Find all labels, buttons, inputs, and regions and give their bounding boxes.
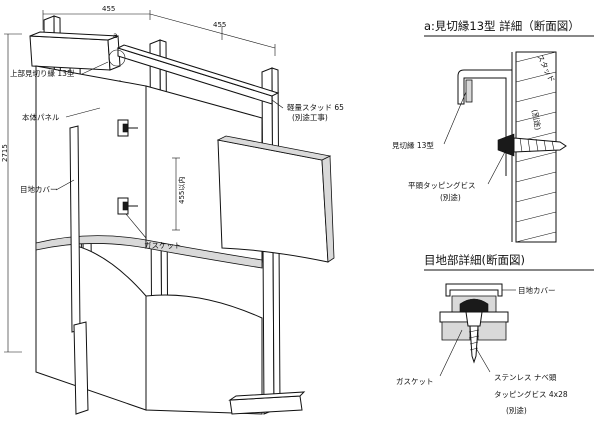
upper-trim-bar (29, 31, 280, 105)
clip-brackets (117, 119, 138, 215)
label-stud-line1: 軽量スタッド 65 (287, 103, 344, 112)
detail-joint-screw-line2: タッピングビス 4x28 (494, 389, 568, 399)
label-joint-cover: 目地カバー (20, 184, 58, 194)
detail-a-title: a:見切縁13型 詳細（断面図） (424, 19, 580, 33)
top-dimension: 455 455 (42, 5, 276, 56)
dim-455-within: 455以内 (177, 177, 186, 204)
detail-a-trim-section: a:見切縁13型 詳細（断面図） (392, 19, 594, 243)
joint-cover-profile (439, 283, 509, 341)
detail-joint-gasket-label: ガスケット (396, 376, 434, 386)
bottom-rail (228, 391, 306, 415)
isometric-wall-view: 455 455 2715 (1, 5, 344, 415)
trim-13-profile (457, 69, 512, 176)
body-panels (35, 65, 335, 415)
label-body-panel: 本体パネル (22, 112, 60, 122)
dim-455-right: 455 (213, 21, 226, 29)
callout-a-letter: a (113, 31, 118, 40)
vertical-dimension: 2715 (1, 33, 22, 353)
dim-455-left: 455 (102, 5, 115, 13)
dim-2715: 2715 (1, 144, 9, 162)
pitch-dimension: 455以内 (172, 157, 186, 231)
flat-head-screw (497, 133, 567, 157)
detail-joint-section: 目地部詳細(断面図) 目地カバー ガスケット ステンレス ナベ頭 タッ (396, 253, 594, 415)
detail-joint-screw-line1: ステンレス ナベ頭 (494, 373, 557, 382)
detail-joint-title: 目地部詳細(断面図) (424, 253, 525, 267)
label-upper-trim: 上部見切り縁 13型 (10, 68, 75, 78)
detail-a-screw-line1: 平頭タッピングビス (408, 180, 476, 190)
detail-joint-cover-label: 目地カバー (518, 285, 556, 295)
detail-joint-screw-line3: (別途) (506, 405, 527, 415)
joint-cover-strips (69, 125, 89, 415)
detail-a-trim-label: 見切縁 13型 (392, 140, 434, 150)
label-stud-line2: (別途工事) (292, 112, 328, 122)
label-gasket: ガスケット (144, 240, 182, 250)
stainless-pan-screw (465, 311, 483, 364)
leader-lines (55, 61, 284, 239)
detail-a-stud-note: (別途) (530, 109, 543, 131)
detail-a-screw-line2: (別途) (440, 192, 461, 202)
callout-a: a (108, 31, 126, 67)
